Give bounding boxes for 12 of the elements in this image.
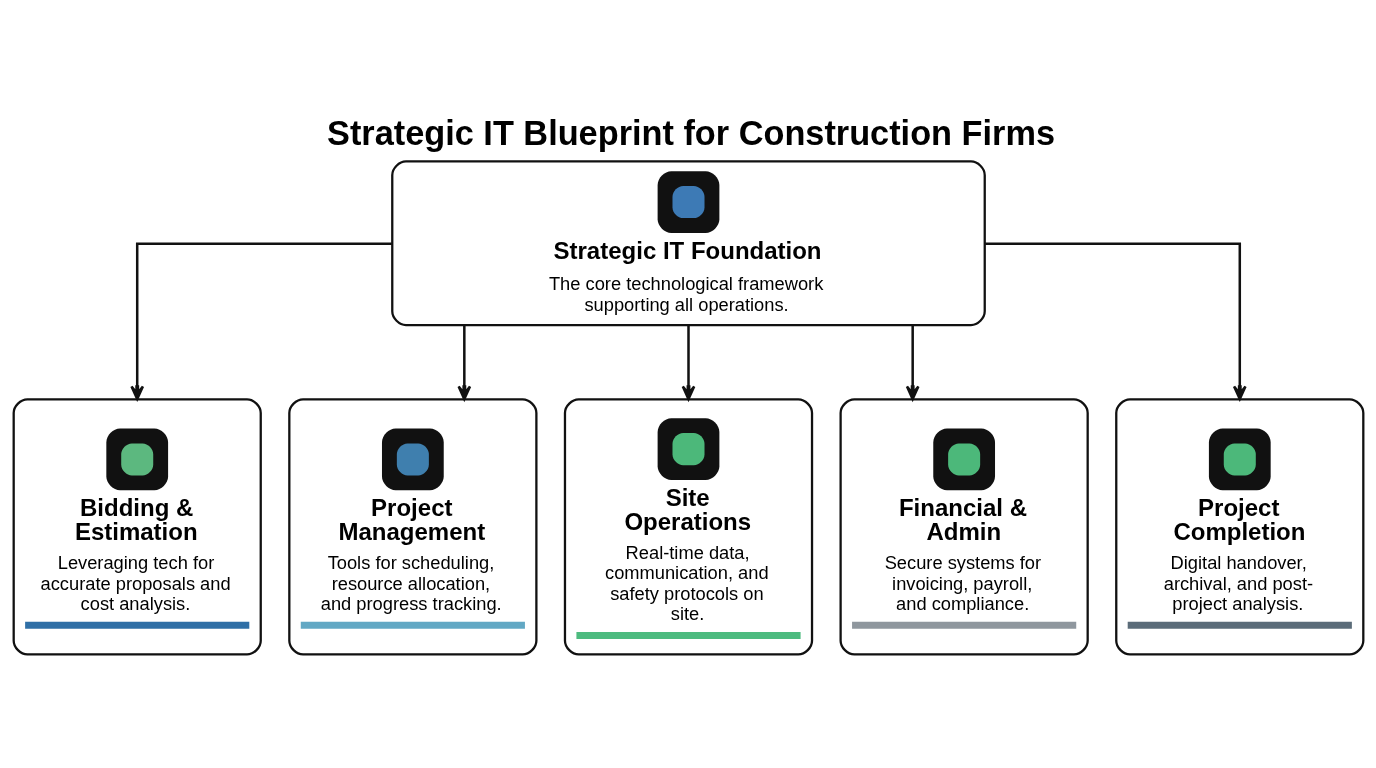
node-box: Project Management Tools for scheduling, resource allocation, and progress tracking. bbox=[287, 397, 538, 656]
node-box: Bidding & Estimation Leveraging tech for accurate proposals and cost analysis. bbox=[12, 397, 262, 656]
node-box: Strategic IT Foundation The core technological framework supporting all operations. bbox=[390, 159, 986, 326]
node-box: Financial & Admin Secure systems for invoicing, payroll, and compliance. bbox=[838, 397, 1089, 656]
arrow bbox=[129, 242, 392, 400]
node-box: Site Operations Real-time data, communication, and safety protocols on site. bbox=[563, 397, 813, 656]
arrow bbox=[681, 324, 695, 400]
diagram-title: Strategic IT Blueprint for Construction Firms bbox=[326, 113, 1055, 152]
arrow bbox=[905, 324, 920, 400]
arrow bbox=[984, 242, 1247, 400]
arrow bbox=[456, 324, 471, 400]
node-box: Project Completion Digital handover, archival, and post-project analysis. bbox=[1114, 397, 1364, 656]
